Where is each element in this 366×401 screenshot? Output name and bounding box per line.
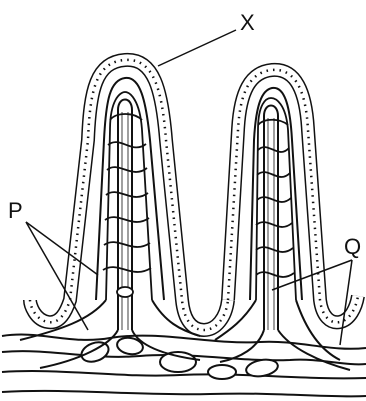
label-p-pointer-1: [26, 222, 98, 275]
label-x: X: [240, 10, 255, 35]
right-villus: [228, 70, 358, 322]
label-x-group: X: [158, 10, 255, 66]
label-x-pointer: [158, 30, 236, 66]
label-q: Q: [344, 234, 361, 259]
right-lacteal: [264, 106, 278, 331]
right-capillaries: [256, 98, 296, 300]
left-capillaries: [103, 92, 152, 300]
label-p: P: [8, 198, 23, 223]
